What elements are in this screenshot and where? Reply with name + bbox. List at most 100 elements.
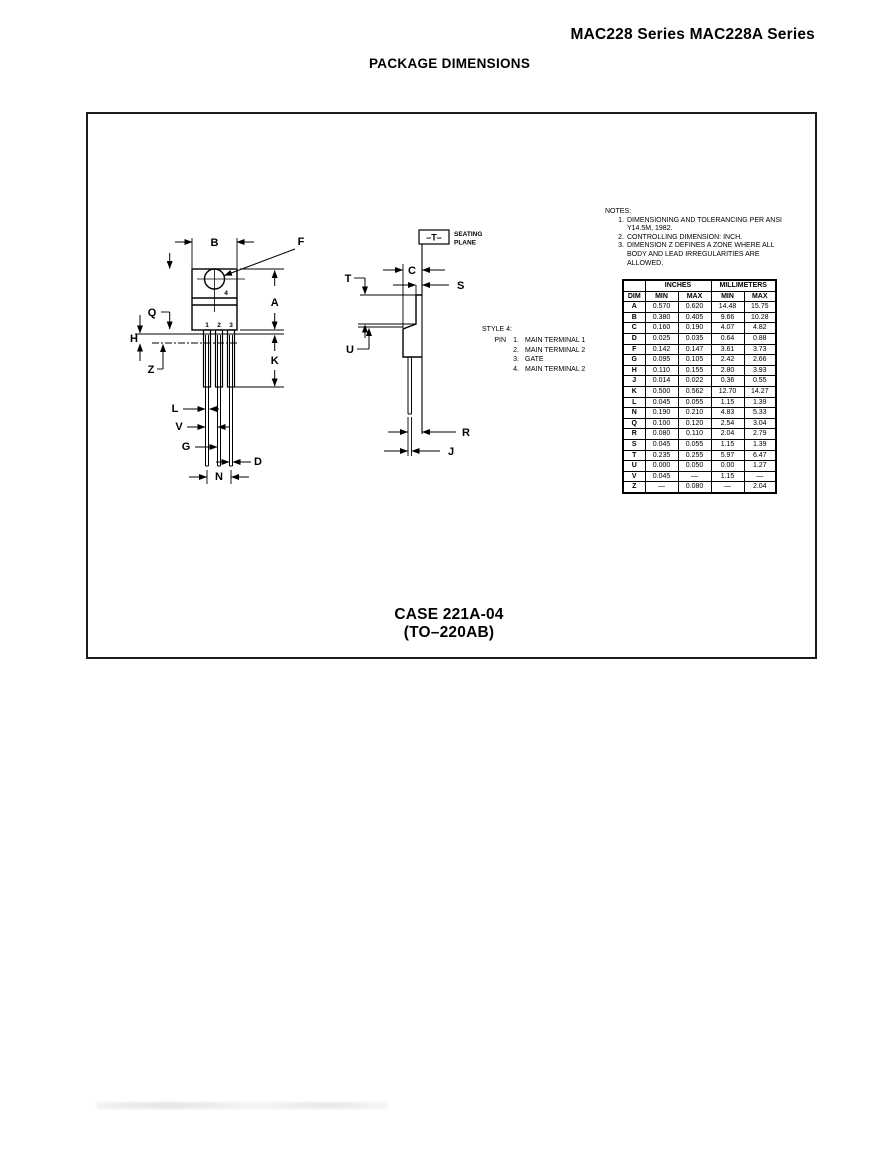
- dim-label-D: D: [254, 456, 262, 468]
- table-group-header-row: INCHES MILLIMETERS: [622, 279, 777, 292]
- dim-cell: B: [622, 311, 646, 324]
- value-cell: 1.39: [743, 396, 777, 409]
- value-cell: 15.75: [743, 301, 777, 313]
- pin-no: 2.: [513, 346, 519, 354]
- dim-cell: S: [622, 438, 646, 451]
- seating-plane-symbol: –T– SEATING PLANE: [418, 229, 482, 247]
- value-cell: 1.15: [710, 396, 745, 409]
- value-cell: 2.79: [743, 428, 777, 440]
- dim-label-Q: Q: [148, 307, 157, 319]
- value-cell: 0.88: [743, 332, 777, 345]
- dim-label-J: J: [448, 446, 454, 458]
- value-cell: 0.050: [677, 460, 712, 472]
- value-cell: 3.61: [710, 343, 745, 356]
- dim-label-H: H: [130, 333, 138, 345]
- pin-no: 3.: [513, 356, 519, 364]
- note-item: 1. DIMENSIONING AND TOLERANCING PER ANSI…: [605, 217, 797, 234]
- value-cell: 0.120: [677, 417, 712, 430]
- dim-cell: V: [622, 470, 646, 483]
- col-header: MAX: [677, 290, 712, 303]
- value-cell: 0.36: [710, 375, 745, 387]
- dim-cell: K: [622, 385, 646, 398]
- note-number: 2.: [618, 233, 624, 241]
- dim-cell: D: [622, 332, 646, 345]
- dim-label-G: G: [182, 441, 191, 453]
- pin-label: MAIN TERMINAL 2: [525, 346, 586, 354]
- value-cell: 0.155: [677, 364, 712, 377]
- value-cell: 4.82: [743, 322, 777, 334]
- notes-block: NOTES: 1. DIMENSIONING AND TOLERANCING P…: [605, 208, 797, 268]
- value-cell: 14.27: [743, 385, 777, 398]
- value-cell: 2.42: [710, 354, 745, 366]
- dim-cell: H: [622, 364, 646, 377]
- pin-row: PIN 1. MAIN TERMINAL 1: [482, 336, 585, 345]
- table-header-row: DIM MIN MAX MIN MAX: [622, 290, 777, 303]
- value-cell: 1.15: [710, 438, 745, 451]
- group-header-millimeters: MILLIMETERS: [710, 279, 777, 292]
- value-cell: 0.570: [644, 301, 679, 313]
- value-cell: 0.055: [677, 396, 712, 409]
- value-cell: 0.022: [677, 375, 712, 387]
- value-cell: 3.93: [743, 364, 777, 377]
- dim-cell: A: [622, 301, 646, 313]
- value-cell: 0.55: [743, 375, 777, 387]
- drawing-frame: –T– SEATING PLANE: [86, 112, 817, 659]
- value-cell: 6.47: [743, 449, 777, 462]
- dim-label-F: F: [298, 236, 305, 248]
- value-cell: 1.39: [743, 438, 777, 451]
- value-cell: 0.045: [644, 396, 679, 409]
- value-cell: 0.110: [677, 428, 712, 440]
- note-item: 2. CONTROLLING DIMENSION: INCH.: [605, 234, 797, 243]
- pin-no: 1.: [513, 337, 519, 345]
- pin-label: MAIN TERMINAL 2: [525, 365, 586, 373]
- style4-block: STYLE 4: PIN 1. MAIN TERMINAL 1 2. MAIN …: [482, 325, 585, 374]
- value-cell: 0.00: [710, 460, 745, 472]
- datum-t-label: –T–: [426, 233, 442, 243]
- dimension-table: INCHES MILLIMETERS DIM MIN MAX MIN MAX A…: [622, 279, 777, 494]
- dim-label-R: R: [462, 427, 470, 439]
- note-item: 3. DIMENSION Z DEFINES A ZONE WHERE ALL …: [605, 242, 797, 268]
- dim-label-B: B: [211, 237, 219, 249]
- pin-row: 4. MAIN TERMINAL 2: [482, 365, 585, 374]
- dim-label-T: T: [345, 273, 352, 285]
- page-title: PACKAGE DIMENSIONS: [369, 56, 531, 71]
- col-header: DIM: [622, 290, 646, 303]
- value-cell: 5.97: [710, 449, 745, 462]
- dim-label-S: S: [457, 280, 464, 292]
- notes-heading: NOTES:: [605, 208, 632, 215]
- value-cell: 5.33: [743, 407, 777, 419]
- value-cell: 0.025: [644, 332, 679, 345]
- dim-cell: G: [622, 354, 646, 366]
- note-text: DIMENSIONING AND TOLERANCING PER ANSI Y1…: [627, 216, 782, 233]
- value-cell: 2.54: [710, 417, 745, 430]
- side-view-outline: [402, 244, 423, 434]
- value-cell: 0.142: [644, 343, 679, 356]
- value-cell: 0.045: [644, 470, 679, 483]
- dim-cell: C: [622, 322, 646, 334]
- lead-shoulder: [226, 329, 236, 388]
- value-cell: 0.64: [710, 332, 745, 345]
- doc-header: MAC228 Series MAC228A Series: [570, 26, 815, 43]
- dim-label-K: K: [271, 355, 279, 367]
- value-cell: 0.105: [677, 354, 712, 366]
- pin-1-label: 1: [205, 322, 209, 329]
- value-cell: —: [677, 470, 712, 483]
- value-cell: 2.80: [710, 364, 745, 377]
- value-cell: 0.080: [644, 428, 679, 440]
- case-number: CASE 221A-04: [394, 606, 504, 623]
- value-cell: 10.28: [743, 311, 777, 324]
- value-cell: 0.045: [644, 438, 679, 451]
